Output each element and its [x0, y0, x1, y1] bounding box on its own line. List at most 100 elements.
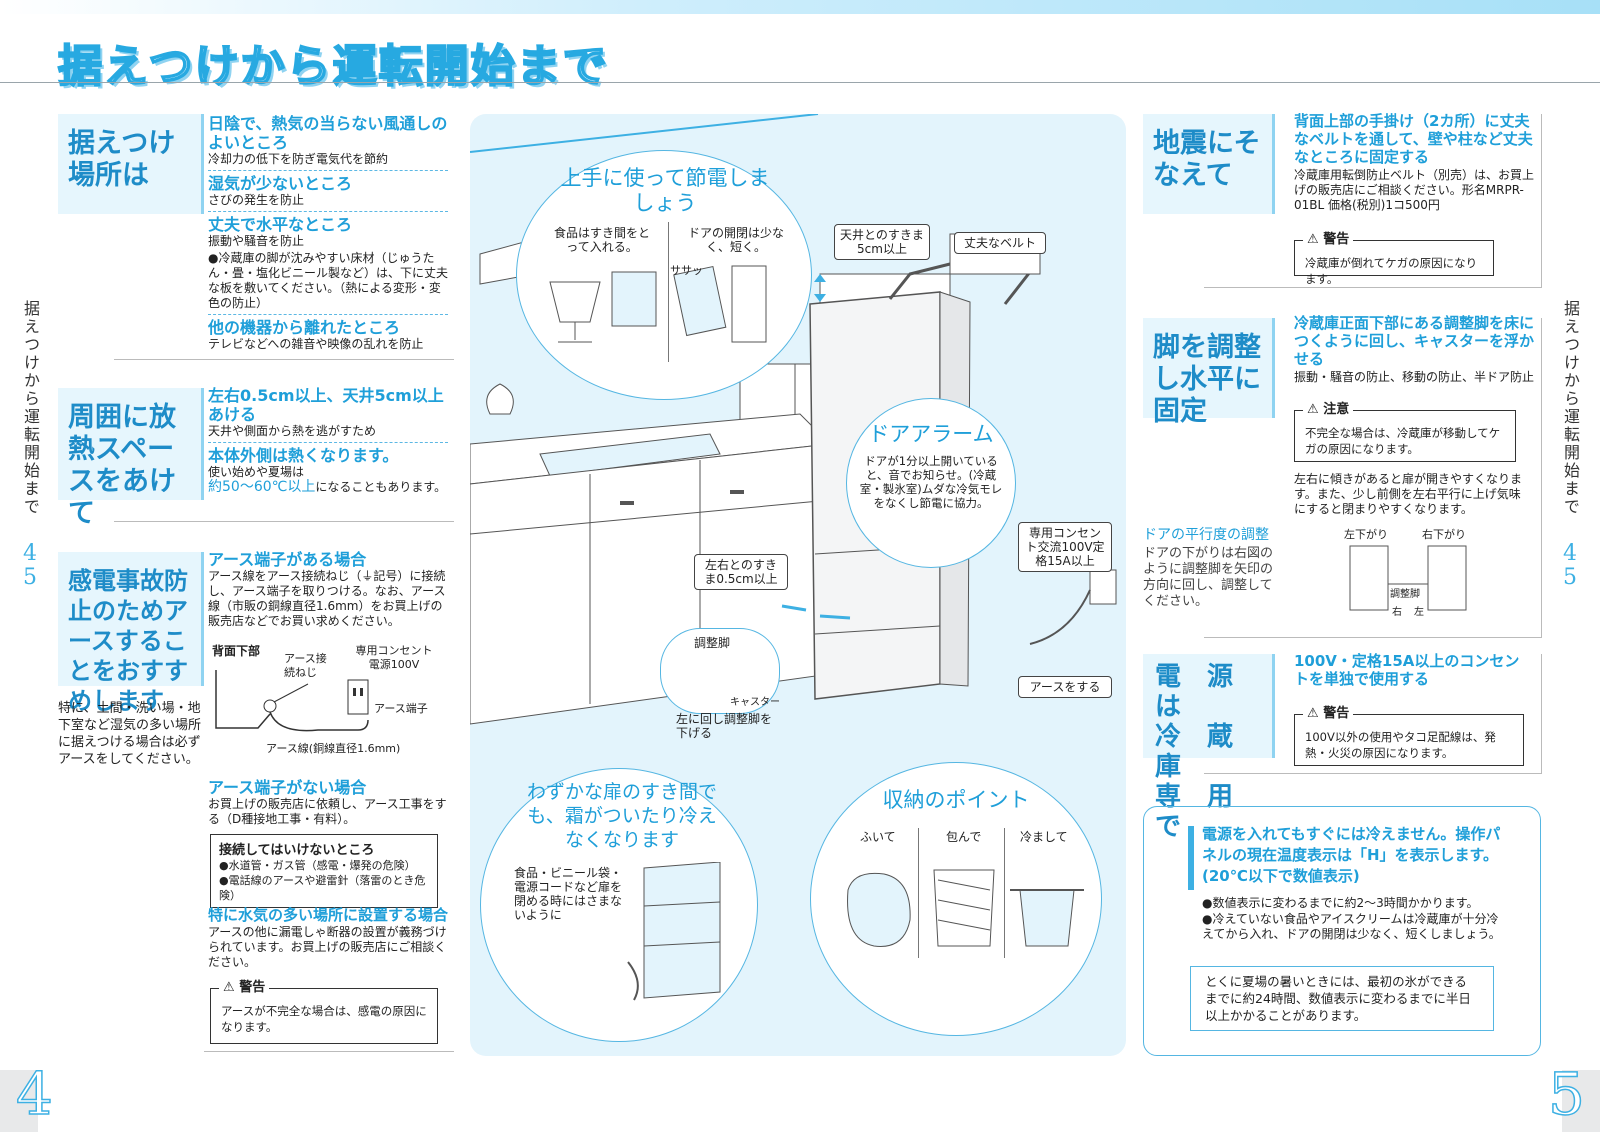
section-label-earthquake: 地震にそなえて — [1143, 114, 1275, 214]
adjust-foot-mini-label: 調整脚 — [1390, 589, 1420, 600]
side-tab-right: 据えつけから運転開始まで — [1561, 300, 1580, 516]
section-spacing-body: 左右0.5cm以上、天井5cm以上あける 天井や側面から熱を逃がすため 本体外側… — [208, 386, 448, 495]
divider — [668, 222, 669, 362]
divider — [208, 170, 448, 171]
right-label: 右 — [1392, 607, 1402, 618]
section-label-spacing: 周囲に放熱スペースをあけて — [58, 388, 204, 529]
level-text: 振動・騒音の防止、移動の防止、半ドア防止 — [1294, 370, 1535, 384]
dont-connect-item-1: ●水道管・ガス管（感電・爆発の危険） — [219, 859, 416, 872]
notice-item-2: ●冷えていない食品やアイスクリームは冷蔵庫が十分冷えてから入れ、ドアの開閉は少な… — [1202, 912, 1501, 941]
door-alarm-text: ドアが1分以上開いていると、音でお知らせ。(冷蔵室・製氷室)ムダな冷気モレをなく… — [859, 454, 1003, 510]
earth-with-terminal-heading: アース端子がある場合 — [208, 550, 367, 569]
earth-no-terminal-heading: アース端子がない場合 — [208, 778, 367, 797]
spacing-text-2a: 使い始めや夏場は — [208, 465, 305, 479]
power-label-line-1: 電 源 は — [1155, 662, 1260, 722]
section-label-placement: 据えつけ場所は — [58, 114, 204, 214]
caster-label: キャスター — [730, 697, 780, 708]
section-level-frame — [1204, 318, 1542, 638]
diagram-outlet: 専用コンセント電源100V — [355, 644, 433, 671]
level-caution-title: ⚠ 注意 — [1303, 402, 1354, 418]
side-page-num-top-left: 4 — [23, 541, 37, 566]
humid-text: アースの他に漏電しゃ断器の設置が義務づけられています。お買上げの販売店にご相談く… — [208, 925, 447, 969]
earthquake-warning-title: ⚠ 警告 — [1303, 232, 1354, 248]
circle-save-energy-left-caption: 食品はすき間をとって入れる。 — [553, 226, 650, 254]
door-alarm-title: ドアアラーム — [868, 422, 994, 446]
section-earthquake-body: 背面上部の手掛け（2カ所）に丈夫なベルトを通して、壁や柱など丈夫なところに固定す… — [1294, 112, 1534, 213]
spacing-heading-1: 左右0.5cm以上、天井5cm以上あける — [208, 386, 444, 424]
earth-warning-box: ⚠ 警告 アースが不完全な場合は、感電の原因になります。 — [210, 980, 438, 1044]
divider — [208, 442, 448, 443]
earth-note: 特に、土間・洗い場・地下室など湿気の多い場所に据えつける場合は必ずアースをしてく… — [58, 701, 202, 767]
corner-left — [0, 1070, 38, 1132]
earth-warning-title: ⚠ 警告 — [219, 980, 270, 996]
corner-right — [1562, 1070, 1600, 1132]
dont-connect-item-2: ●電話線のアースや避雷針（落雷のとき危険） — [219, 874, 426, 902]
notice-item-1: ●数値表示に変わるまでに約2～3時間かかります。 — [1202, 896, 1479, 910]
humid-section: 特に水気の多い場所に設置する場合 アースの他に漏電しゃ断器の設置が義務づけられて… — [208, 906, 448, 970]
placement-text-3: 振動や騒音を防止 — [208, 234, 305, 248]
section-label-earth: 感電事故防止のためアースすることをおすすめします — [58, 552, 204, 715]
page-number-right: 5 — [1547, 1059, 1585, 1129]
door-gap-text: 食品・ビニール袋・電源コードなど扉を閉める時にはさまないように — [514, 866, 623, 922]
side-page-num-bottom-left: 5 — [23, 565, 37, 590]
earth-no-terminal: アース端子がない場合 お買上げの販売店に依頼し、アース工事をする（D種接地工事・… — [208, 778, 448, 827]
level-caution-box: ⚠ 注意 不完全な場合は、冷蔵庫が移動してケガの原因になります。 — [1294, 402, 1516, 462]
storage-illustration — [847, 869, 1084, 947]
door-adjust-illustration — [1349, 545, 1467, 611]
storage-step-2: 包んで — [946, 830, 982, 844]
left-down-label: 左下がり — [1344, 528, 1388, 541]
door-gap-illustration — [627, 862, 721, 1001]
spacing-temp-highlight: 約50～60℃以上 — [208, 479, 316, 495]
divider — [208, 211, 448, 212]
section-label-power: 電 源 は 冷 蔵 庫 専 用 で — [1143, 654, 1275, 842]
side-page-num-bottom-right: 5 — [1563, 565, 1577, 590]
side-tab-left: 据えつけから運転開始まで — [21, 300, 40, 516]
section-power-frame — [1204, 654, 1542, 774]
placement-text-2: さびの発生を防止 — [208, 193, 305, 207]
earthquake-text: 冷蔵庫用転倒防止ベルト（別売）は、お買上げの販売店にご相談ください。形名MRPR… — [1294, 168, 1535, 212]
placement-text-4: テレビなどへの雑音や映像の乱れを防止 — [208, 337, 424, 351]
power-warning-box: ⚠ 警告 100V以外の使用やタコ足配線は、発熱・火災の原因になります。 — [1294, 706, 1524, 766]
spacing-heading-2: 本体外側は熱くなります。 — [208, 446, 399, 465]
dont-connect-box: 接続してはいけないところ ●水道管・ガス管（感電・爆発の危険） ●電話線のアース… — [210, 834, 438, 908]
circle-door-alarm — [846, 398, 1016, 568]
earth-no-terminal-text: お買上げの販売店に依頼し、アース工事をする（D種接地工事・有料）。 — [208, 797, 447, 826]
earthquake-warning-text: 冷蔵庫が倒れてケガの原因になります。 — [1305, 256, 1478, 286]
level-heading: 冷蔵庫正面下部にある調整脚を床につくように回し、キャスターを浮かせる — [1294, 314, 1535, 368]
side-page-num-top-right: 4 — [1563, 541, 1577, 566]
circle-save-energy-title: 上手に使って節電しましょう — [560, 166, 770, 215]
save-energy-illustration — [549, 265, 767, 343]
diagram-screw: アース接続ねじ — [284, 652, 327, 679]
door-adjust-title: ドアの平行度の調整 — [1143, 527, 1269, 543]
earth-diagram-svg — [215, 670, 369, 732]
earthquake-warning-box: ⚠ 警告 冷蔵庫が倒れてケガの原因になります。 — [1294, 232, 1494, 286]
circle-save-energy-right-caption: ドアの開閉は少なく、短く。 — [687, 226, 784, 254]
placement-note: ●冷蔵庫の脚が沈みやすい床材（じゅうたん・畳・塩化ビニール製など）は、下に丈夫な… — [208, 251, 449, 310]
diagram-wire: アース線(銅線直径1.6mm) — [266, 742, 401, 755]
page-number-left: 4 — [15, 1059, 53, 1129]
section-earthquake-frame — [1204, 114, 1542, 288]
level-tilt-text: 左右に傾きがあると扉が開きやすくなります。また、少し前側を左右平行に上げ気味にす… — [1294, 472, 1523, 516]
notice-heading: 電源を入れてもすぐには冷えません。操作パネルの現在温度表示は「H」を表示します。… — [1202, 825, 1501, 885]
section-level-body: 冷蔵庫正面下部にある調整脚を床につくように回し、キャスターを浮かせる 振動・騒音… — [1294, 314, 1534, 385]
divider — [918, 828, 919, 958]
right-down-label: 右下がり — [1422, 528, 1466, 541]
adjust-foot-detail — [660, 628, 780, 714]
section-spacing-frame — [114, 388, 454, 522]
left-label: 左 — [1414, 607, 1424, 618]
level-caution-text: 不完全な場合は、冷蔵庫が移動してケガの原因になります。 — [1305, 426, 1501, 456]
notice-summer-box: とくに夏場の暑いときには、最初の氷ができるまでに約24時間、数値表示に変わるまで… — [1190, 966, 1494, 1031]
callout-earth: アースをする — [1018, 676, 1112, 698]
notice-accent-bar — [1188, 826, 1194, 890]
earth-diagram: 背面下部 アース接続ねじ 専用コンセント電源100V アース端子 アース線(銅線… — [208, 644, 448, 760]
top-gradient-bar — [0, 0, 1600, 14]
diagram-back-bottom: 背面下部 — [212, 644, 261, 658]
title-divider — [0, 82, 1600, 83]
power-warning-title: ⚠ 警告 — [1303, 706, 1354, 722]
placement-text-1: 冷却力の低下を防ぎ電気代を節約 — [208, 152, 389, 166]
adjust-foot-label: 調整脚 — [694, 636, 731, 650]
storage-step-1: ふいて — [860, 830, 896, 844]
placement-heading-2: 湿気が少ないところ — [208, 174, 353, 193]
callout-side-gap: 左右とのすきま0.5cm以上 — [694, 554, 788, 590]
section-placement-body: 日陰で、熱気の当らない風通しのよいところ 冷却力の低下を防ぎ電気代を節約 湿気が… — [208, 114, 448, 352]
